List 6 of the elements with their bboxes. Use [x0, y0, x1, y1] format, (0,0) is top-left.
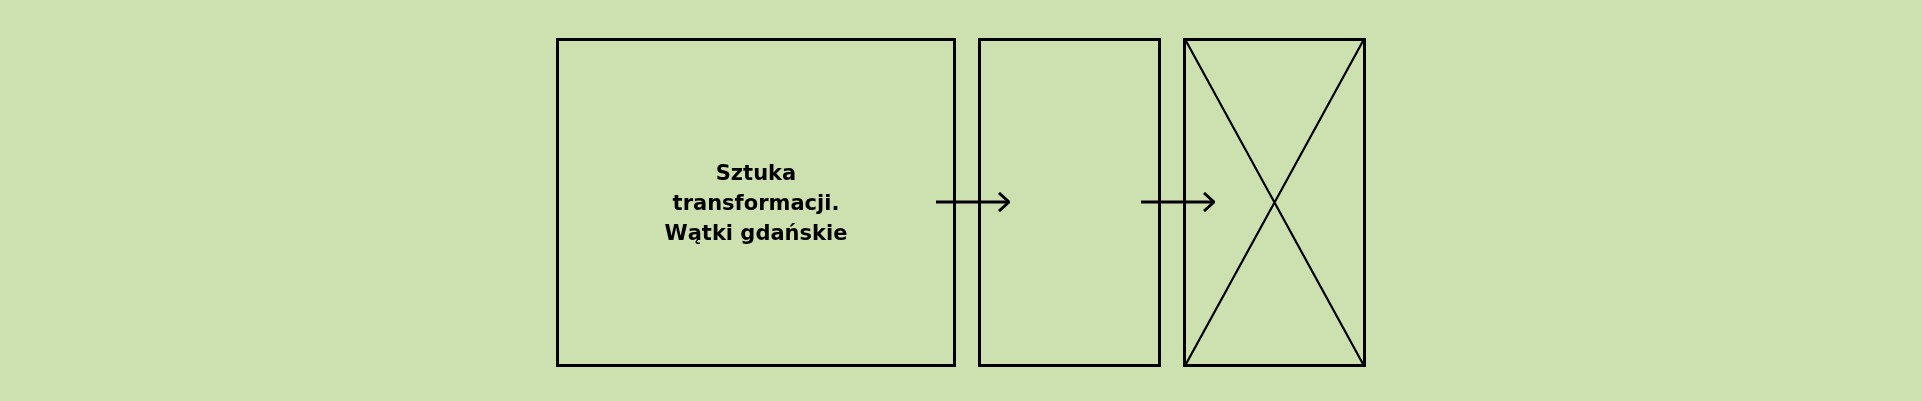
title-text: Sztuka transformacji. Wątki gdańskie — [663, 159, 849, 247]
arrow — [936, 191, 1011, 213]
text-box — [556, 38, 956, 367]
empty-box — [978, 38, 1161, 367]
crossed-box — [1183, 38, 1366, 367]
arrow — [1141, 191, 1216, 213]
